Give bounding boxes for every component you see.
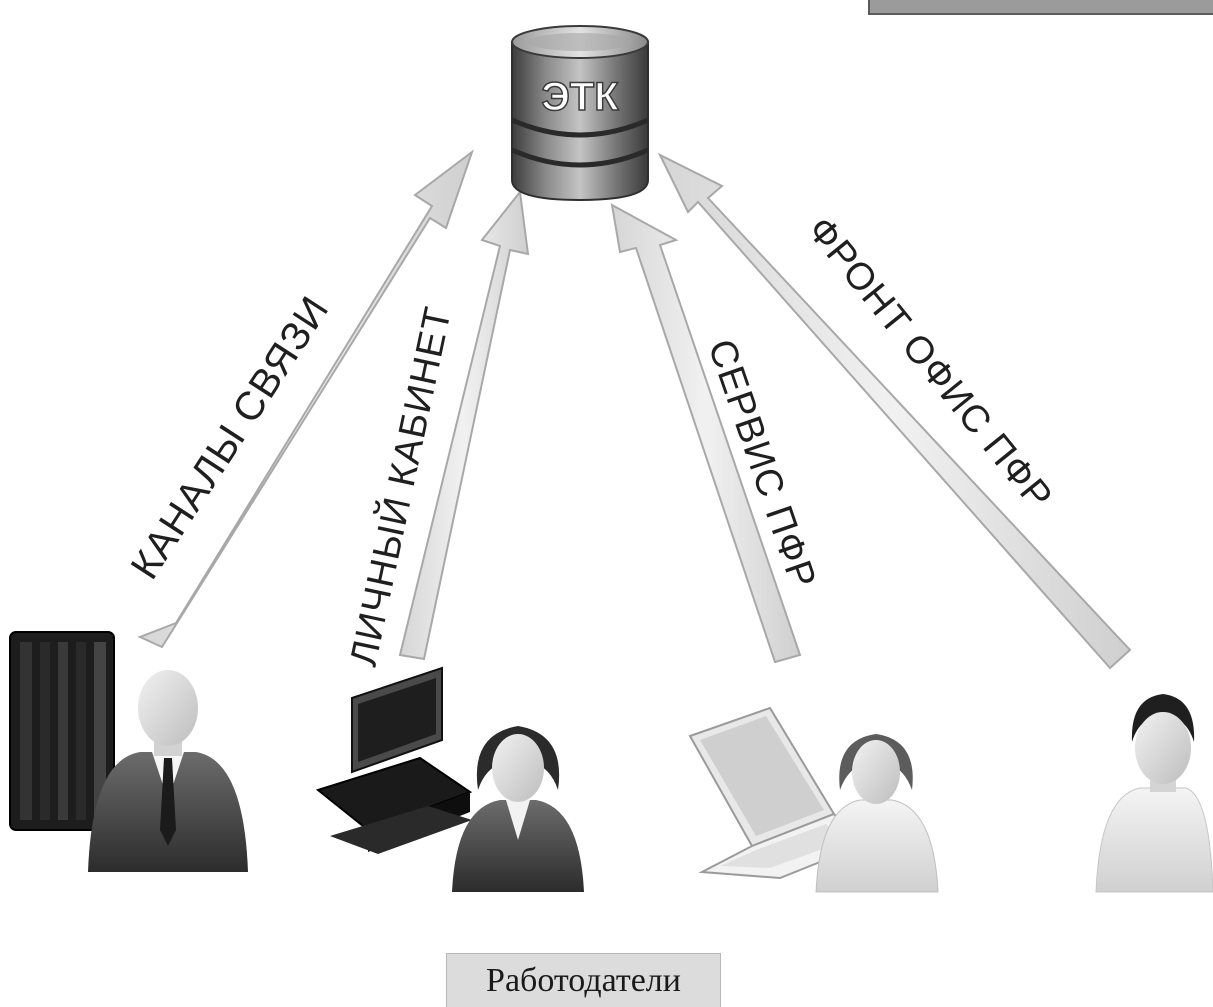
hub-label: ЭТК <box>541 75 619 119</box>
laptop-woman-icon <box>690 708 938 892</box>
arrow-label-front-ofis-pfr: ФРОНТ ОФИС ПФР <box>799 209 1060 518</box>
desktop-computer-woman-icon <box>318 668 584 892</box>
arrow-label-kanaly-svyazi: КАНАЛЫ СВЯЗИ <box>123 288 338 586</box>
employers-label: Работодатели <box>446 953 721 1007</box>
man-icon <box>1096 694 1213 892</box>
desktop-computer-icon <box>318 668 472 854</box>
server-businessman-icon <box>10 632 248 872</box>
businesswoman-icon <box>452 726 584 892</box>
